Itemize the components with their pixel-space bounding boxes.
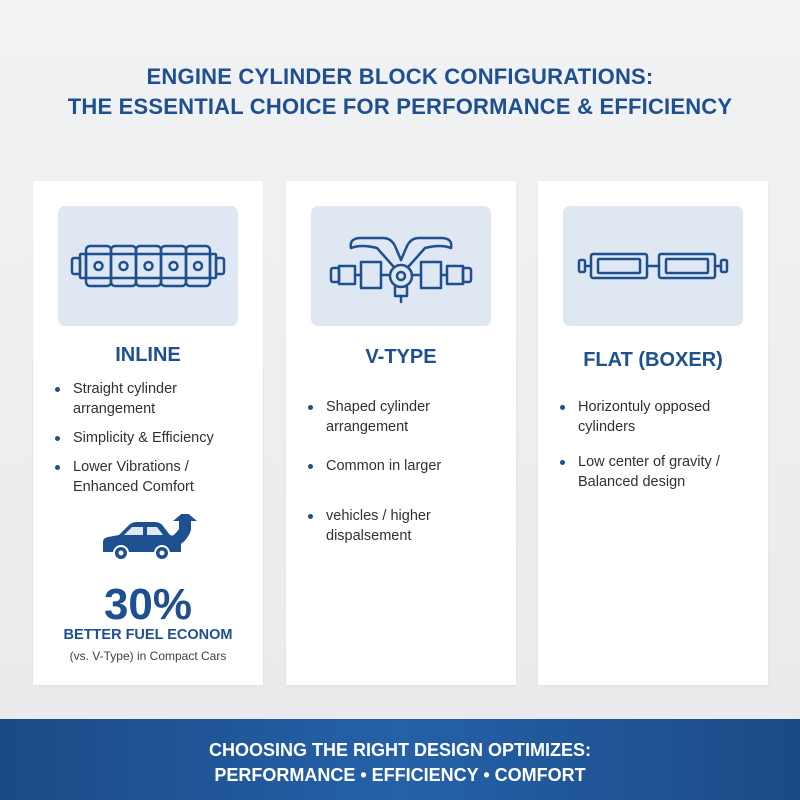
v-engine-icon [329, 236, 473, 304]
list-item: Lower Vibrations / Enhanced Comfort [51, 457, 256, 497]
card-v-type: V-TYPE Shaped cylinder arrangement Commo… [286, 181, 516, 685]
page-title-line2: THE ESSENTIAL CHOICE FOR PERFORMANCE & E… [67, 94, 733, 119]
stat-value: 30% [103, 580, 193, 629]
list-item: vehicles / higher dispalsement [304, 506, 509, 546]
card-title: V-TYPE [365, 346, 437, 368]
list-item: Common in larger [304, 456, 509, 476]
icon-box [563, 206, 743, 326]
list-item: Simplicity & Efficiency [51, 428, 256, 448]
footer-line1: CHOOSING THE RIGHT DESIGN OPTIMIZES: [208, 740, 592, 760]
list-item: Shaped cylinder arrangement [304, 397, 509, 437]
footer-banner: CHOOSING THE RIGHT DESIGN OPTIMIZES: PER… [0, 719, 800, 800]
card-title: FLAT (BOXER) [583, 349, 723, 371]
page-title: ENGINE CYLINDER BLOCK CONFIGURATIONS: TH… [0, 62, 800, 122]
icon-box [311, 206, 491, 326]
stat-label: BETTER FUEL ECONOM [63, 627, 233, 643]
bullet-list: Horizontuly opposed cylinders Low center… [556, 397, 761, 507]
list-item: Horizontuly opposed cylinders [556, 397, 761, 437]
bullet-list: Shaped cylinder arrangement Common in la… [304, 397, 509, 565]
list-item: Low center of gravity / Balanced design [556, 452, 761, 492]
inline-cylinders-icon [70, 244, 226, 288]
boxer-cylinders-icon [577, 252, 729, 280]
page-title-line1: ENGINE CYLINDER BLOCK CONFIGURATIONS: [146, 64, 654, 89]
icon-box [58, 206, 238, 326]
card-title: INLINE [115, 344, 181, 366]
footer-line2: PERFORMANCE • EFFICIENCY • COMFORT [214, 765, 586, 785]
card-inline: INLINE Straight cylinder arrangement Sim… [33, 181, 263, 685]
bullet-list: Straight cylinder arrangement Simplicity… [51, 379, 256, 506]
stat-note: (vs. V-Type) in Compact Cars [69, 649, 227, 663]
card-flat-boxer: FLAT (BOXER) Horizontuly opposed cylinde… [538, 181, 768, 685]
car-with-up-arrow-icon [99, 514, 199, 561]
list-item: Straight cylinder arrangement [51, 379, 256, 419]
